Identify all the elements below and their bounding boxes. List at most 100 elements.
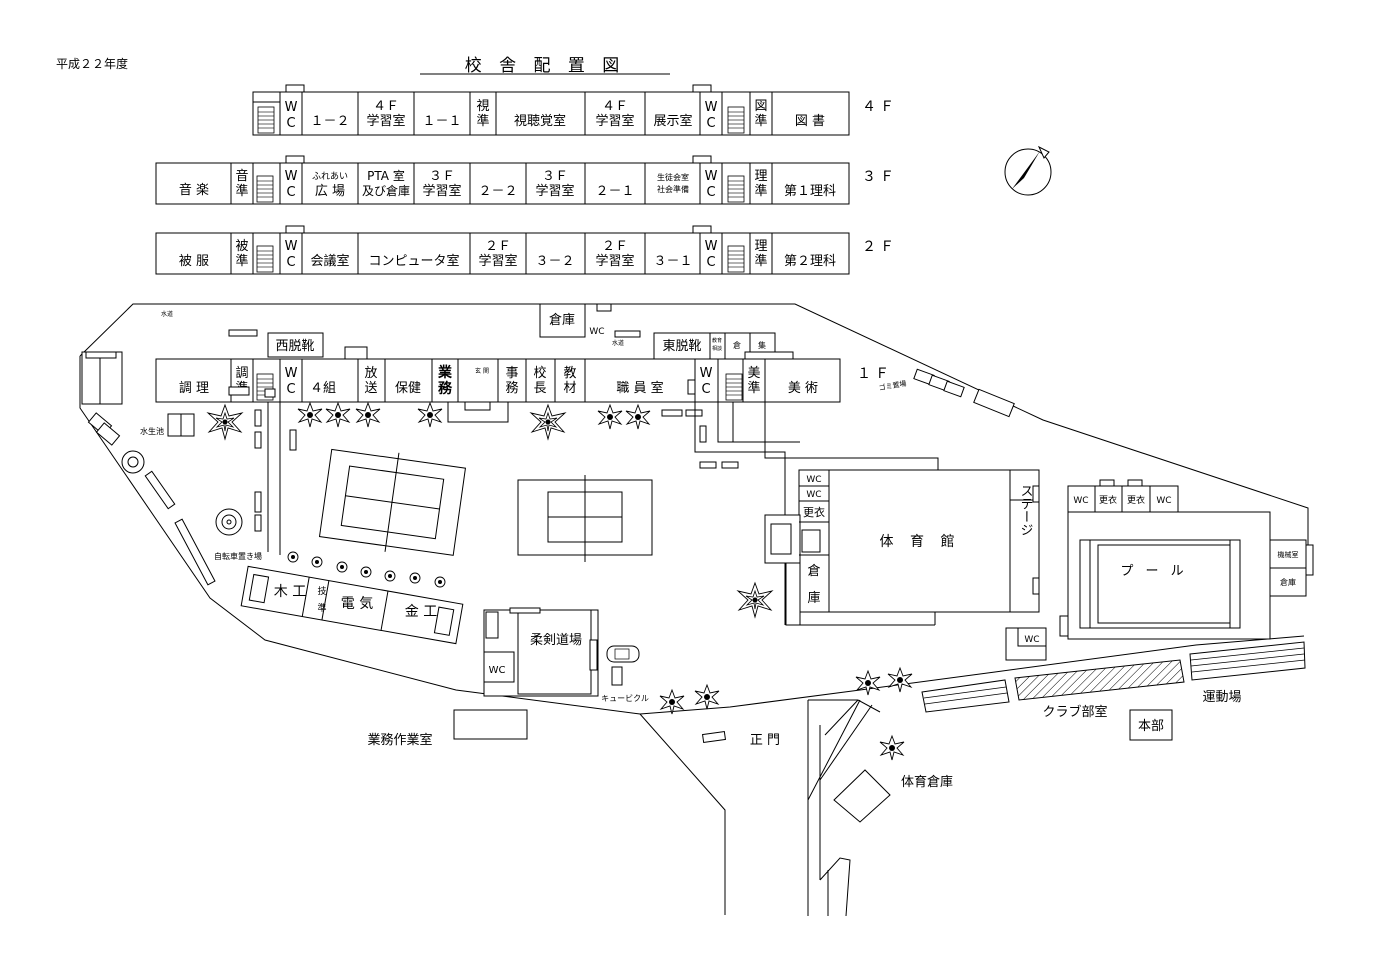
f3-music: 音 楽 — [179, 182, 209, 198]
workshop-elec: 電 気 — [341, 596, 373, 612]
small-wc-building — [1005, 627, 1047, 661]
f3-sci-prep-top: 理 — [754, 169, 767, 184]
f3-study-a: 学習室 — [422, 183, 461, 199]
ops-room-label: 業務作業室 — [367, 732, 432, 748]
f2-meeting: 会議室 — [310, 253, 349, 269]
hq-label: 本部 — [1138, 719, 1164, 734]
f4-av-prep: 準 — [476, 113, 489, 129]
f1-small-c: 集 — [758, 340, 766, 350]
water-top: 水道 — [161, 310, 173, 318]
floor-1-building — [155, 303, 841, 423]
gym-wc-2: WC — [806, 490, 821, 500]
f1-staff-room: 職 員 室 — [616, 380, 663, 396]
f1-small-a-top: 教育 — [712, 337, 722, 344]
f1-cooking: 調 理 — [179, 381, 209, 396]
workshop-building — [240, 565, 464, 645]
f2-science-2: 第２理科 — [784, 254, 836, 269]
gym-wc-1: WC — [806, 475, 821, 485]
sports-storage-label: 体育倉庫 — [901, 774, 953, 790]
f2-room-3-1: ３－１ — [653, 254, 692, 269]
f2-wc-left-c: C — [286, 255, 295, 270]
f1-broadcast-top: 放 — [364, 366, 377, 381]
f4-wc-right: W — [705, 100, 718, 115]
workshop-metal: 金 工 — [405, 604, 437, 620]
f2-study-a: 学習室 — [478, 253, 517, 269]
floor-4-label: ４Ｆ — [862, 99, 898, 115]
f3-room-2-2: ２－２ — [478, 184, 517, 199]
f1-entrance-top: 玄 — [475, 367, 481, 375]
f4-library: 図 書 — [795, 114, 825, 129]
year-label: 平成２２年度 — [56, 56, 128, 71]
f3-music-prep: 準 — [235, 183, 248, 199]
f3-wc-right: W — [705, 169, 718, 184]
stage-label: ステージ — [1018, 484, 1033, 536]
f1-small-a: 相談 — [712, 345, 722, 352]
f3-wc-right-c: C — [706, 185, 715, 200]
f1-duty: 務 — [438, 380, 453, 397]
f1-wc-right: W — [700, 366, 713, 381]
f1-art-prep: 準 — [747, 380, 760, 396]
floor-1-label: １Ｆ — [857, 366, 893, 382]
f2-study-b-top: ２Ｆ — [602, 239, 628, 254]
workshop-prep-top: 技 — [317, 585, 326, 597]
club-room-strip — [921, 641, 1306, 741]
tennis-court-right — [517, 475, 653, 562]
f2-wc-right-c: C — [706, 255, 715, 270]
pool-machine-room: 機械室 — [1278, 550, 1299, 559]
f2-sewing: 被 服 — [179, 254, 209, 269]
site-boundary — [79, 303, 1309, 917]
f4-lib-prep: 準 — [754, 113, 767, 129]
gate-label: 正 門 — [750, 733, 780, 748]
judo-hall-label: 柔剣道場 — [530, 633, 582, 648]
f1-west-shoes: 西脱靴 — [275, 339, 314, 354]
f1-wc-right-c: C — [701, 382, 710, 397]
f1-broadcast: 送 — [364, 381, 377, 396]
f1-wc-top: WC — [589, 327, 604, 337]
f3-room-2-1: ２－１ — [595, 184, 634, 199]
f4-study-a: 学習室 — [366, 113, 405, 129]
car-icon — [606, 645, 640, 663]
floor-3-label: ３Ｆ — [862, 169, 898, 185]
f2-computer: コンピュータ室 — [368, 253, 459, 269]
f4-wc-left: W — [285, 100, 298, 115]
main-gate — [701, 699, 891, 823]
f4-study-b: 学習室 — [595, 113, 634, 129]
f3-social-top: 生徒会室 — [657, 172, 689, 182]
f1-class-4: ４組 — [310, 381, 336, 396]
site-details — [81, 351, 1015, 625]
f4-room-1-1: １－１ — [422, 114, 461, 129]
f3-wc-left-c: C — [286, 185, 295, 200]
f1-principal: 長 — [533, 381, 546, 396]
f1-water: 水道 — [612, 339, 624, 347]
f2-study-b: 学習室 — [595, 253, 634, 269]
tennis-court-left — [318, 448, 467, 556]
judo-hall — [453, 607, 623, 740]
f3-study-a-top: ３Ｆ — [429, 169, 455, 184]
pool-label: プ ー ル — [1120, 564, 1187, 579]
field-label: 運動場 — [1202, 690, 1241, 705]
f1-office: 務 — [505, 381, 518, 396]
north-arrow-icon — [1004, 145, 1052, 196]
f1-art-prep-top: 美 — [747, 366, 760, 381]
gym-label: 体 育 館 — [880, 533, 961, 550]
pool-wc-2: WC — [1156, 496, 1171, 506]
f3-pta: 及び倉庫 — [362, 183, 410, 198]
f4-room-1-2: １－２ — [310, 114, 349, 129]
f4-wc-right-c: C — [706, 116, 715, 131]
f3-plaza: 広 場 — [315, 184, 345, 199]
floor-3-building — [155, 155, 850, 205]
f2-sci-prep: 準 — [754, 253, 767, 269]
f3-study-b: 学習室 — [535, 183, 574, 199]
f3-sci-prep: 準 — [754, 183, 767, 199]
f4-exhibit: 展示室 — [653, 113, 692, 129]
gym-storage-top: 倉 — [807, 564, 820, 579]
f1-wc-left-c: C — [286, 382, 295, 397]
f1-materials: 材 — [563, 381, 576, 396]
f3-music-prep-top: 音 — [235, 168, 248, 184]
workshop-wood: 木 工 — [274, 584, 306, 600]
f4-av-prep-top: 視 — [476, 99, 489, 114]
f1-materials-top: 教 — [563, 365, 576, 381]
floor-2-building — [155, 225, 850, 275]
pond-label: 水生池 — [140, 426, 164, 436]
